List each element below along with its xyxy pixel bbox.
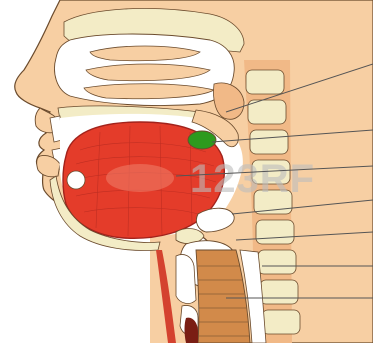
tongue-tip bbox=[67, 171, 85, 189]
watermark-text: 123RF bbox=[190, 157, 315, 201]
palatine-tonsil bbox=[188, 131, 216, 149]
thyroid-cartilage bbox=[176, 254, 196, 303]
tongue-highlight bbox=[106, 164, 174, 192]
